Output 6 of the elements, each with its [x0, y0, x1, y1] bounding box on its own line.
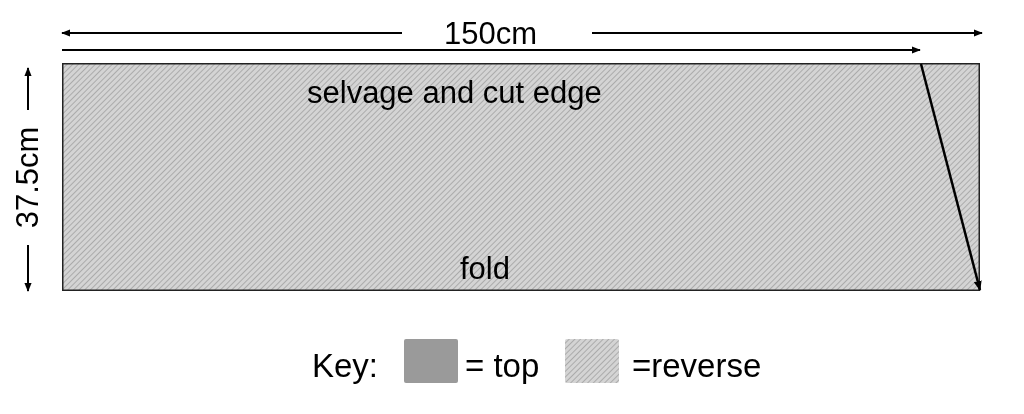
fabric-label: fold [460, 251, 510, 287]
fabric-label: selvage and cut edge [307, 75, 602, 111]
legend-label: = top [465, 349, 540, 382]
legend-label: =reverse [632, 349, 762, 382]
legend-title: Key: [312, 349, 379, 382]
fabric-rectangle [62, 63, 980, 291]
